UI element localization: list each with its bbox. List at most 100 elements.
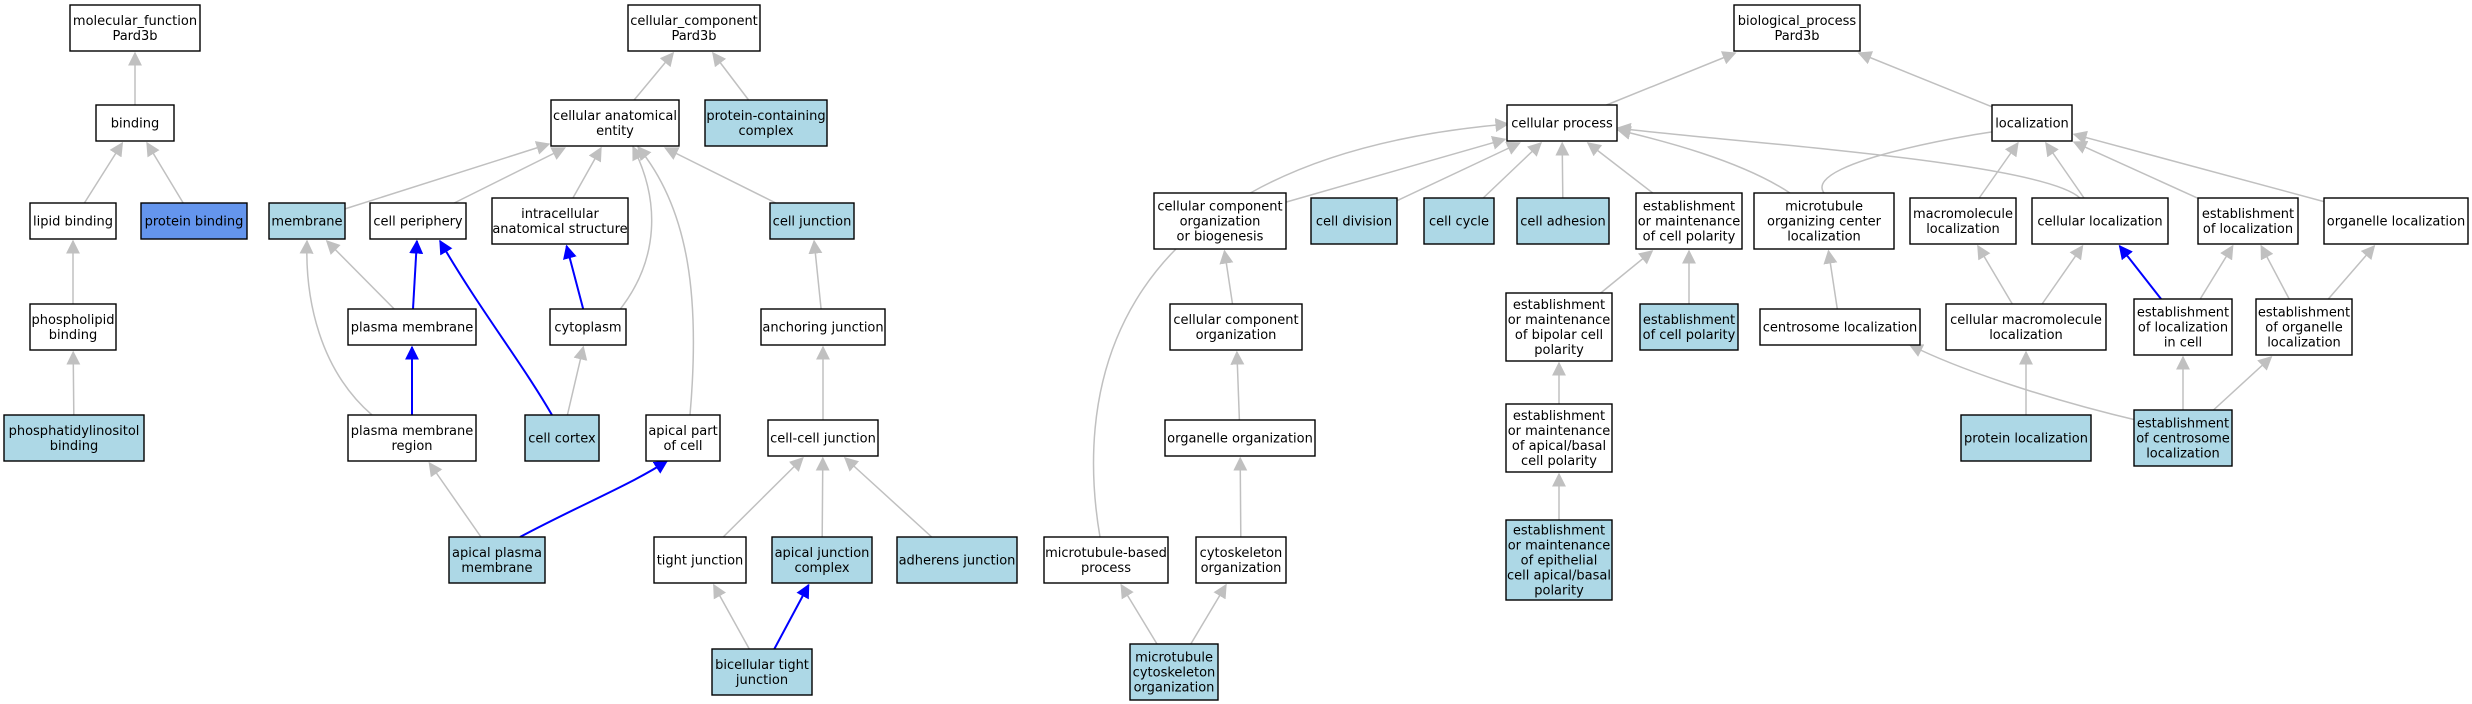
node-box bbox=[491, 197, 629, 245]
node-label-line: plasma membrane bbox=[351, 321, 474, 336]
node-anchoring-junction[interactable]: anchoring junction bbox=[760, 308, 886, 346]
node-cell-cortex[interactable]: cell cortex bbox=[524, 414, 600, 462]
node-cell-periphery[interactable]: cell periphery bbox=[369, 202, 467, 240]
edge-ecl-to-eol bbox=[2212, 356, 2273, 411]
node-label-line: of cell polarity bbox=[1643, 230, 1736, 245]
node-label-line: establishment bbox=[2137, 306, 2229, 321]
node-label-line: membrane bbox=[271, 215, 342, 230]
node-label-line: phospholipid bbox=[31, 313, 114, 328]
node-box bbox=[1516, 197, 1610, 245]
node-box bbox=[1153, 192, 1287, 250]
node-label-line: protein binding bbox=[145, 215, 244, 230]
node-cell-junction[interactable]: cell junction bbox=[769, 202, 855, 240]
node-cell-division[interactable]: cell division bbox=[1310, 197, 1398, 245]
edge-cell_cortex-to-cytoplasm bbox=[566, 345, 588, 416]
node-cellular-process[interactable]: cellular process bbox=[1506, 104, 1618, 142]
edge-cco-to-ccob bbox=[1219, 249, 1234, 305]
node-box bbox=[29, 303, 117, 351]
node-label-line: membrane bbox=[461, 561, 532, 576]
node-organelle-org[interactable]: organelle organization bbox=[1164, 419, 1316, 457]
node-localization[interactable]: localization bbox=[1991, 104, 2073, 142]
edge-elic-to-cellular_loc bbox=[2118, 244, 2162, 300]
edge-cell_adhesion-to-cellular_process bbox=[1555, 141, 1570, 199]
node-cellular-loc[interactable]: cellular localization bbox=[2031, 197, 2169, 245]
node-label-line: cell adhesion bbox=[1520, 215, 1606, 230]
node-label-line: centrosome localization bbox=[1763, 321, 1918, 336]
edge-tight_junction-to-ccj bbox=[722, 457, 804, 538]
node-label-line: microtubule bbox=[1785, 200, 1863, 215]
edge-cell_periphery-to-cae bbox=[453, 147, 566, 204]
node-cytoplasm[interactable]: cytoplasm bbox=[549, 308, 627, 346]
node-box bbox=[268, 202, 346, 240]
edge-btj-to-tight_junction bbox=[713, 583, 750, 650]
edge-anchoring_junction-to-cell_junction bbox=[808, 239, 823, 310]
node-tight-junction[interactable]: tight junction bbox=[653, 536, 747, 584]
edge-btj-to-ajc bbox=[773, 583, 810, 650]
node-box bbox=[769, 202, 855, 240]
node-box bbox=[347, 414, 477, 462]
edge-cell_cycle-to-cellular_process bbox=[1482, 142, 1543, 199]
node-protein-binding[interactable]: protein binding bbox=[140, 202, 248, 240]
node-label-line: of localization bbox=[2138, 321, 2228, 336]
node-cell-adhesion[interactable]: cell adhesion bbox=[1516, 197, 1610, 245]
node-adherens[interactable]: adherens junction bbox=[896, 536, 1018, 584]
node-box bbox=[1506, 104, 1618, 142]
node-label-line: cellular_component bbox=[630, 14, 758, 29]
edge-ajc-to-ccj bbox=[815, 456, 830, 538]
node-label-line: organization bbox=[1201, 561, 1282, 576]
node-organelle-loc[interactable]: organelle localization bbox=[2323, 197, 2469, 245]
node-plasma-membrane[interactable]: plasma membrane bbox=[347, 308, 477, 346]
node-cell-cycle[interactable]: cell cycle bbox=[1423, 197, 1495, 245]
node-box bbox=[2323, 197, 2469, 245]
node-binding[interactable]: binding bbox=[95, 104, 175, 142]
node-label-line: organelle organization bbox=[1167, 432, 1313, 447]
node-label-line: process bbox=[1081, 561, 1131, 576]
node-centrosome-loc[interactable]: centrosome localization bbox=[1759, 308, 1921, 346]
node-label-line: establishment bbox=[1513, 524, 1605, 539]
edge-est_loc-to-localization bbox=[2072, 140, 2199, 199]
node-ccj[interactable]: cell-cell junction bbox=[767, 419, 879, 457]
node-box bbox=[704, 99, 828, 147]
node-box bbox=[760, 308, 886, 346]
node-label-line: phosphatidylinositol bbox=[9, 424, 140, 439]
node-lipid-binding[interactable]: lipid binding bbox=[29, 202, 117, 240]
edge-lipid_binding-to-binding bbox=[83, 141, 124, 204]
node-label-line: in cell bbox=[2164, 336, 2202, 351]
node-protein-loc[interactable]: protein localization bbox=[1960, 414, 2092, 462]
node-label-line: or biogenesis bbox=[1177, 230, 1264, 245]
node-membrane[interactable]: membrane bbox=[268, 202, 346, 240]
edge-cellular_process-to-bp bbox=[1606, 51, 1737, 106]
edge-mbp-to-cellular_process bbox=[1092, 118, 1510, 538]
